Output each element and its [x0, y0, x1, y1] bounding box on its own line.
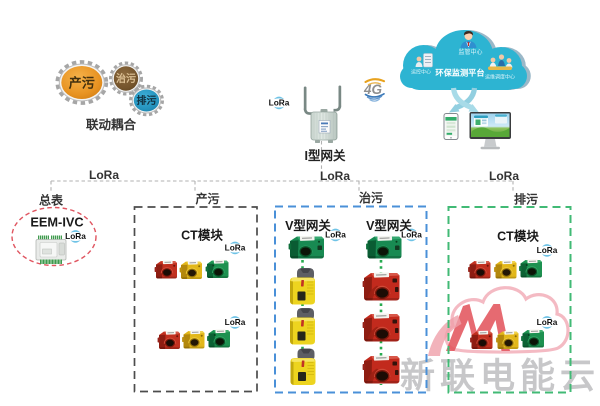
- svg-text:环保监测平台: 环保监测平台: [435, 68, 484, 78]
- svg-text:CT模块: CT模块: [181, 228, 223, 243]
- svg-text:I型网关: I型网关: [305, 148, 346, 163]
- svg-text:监管中心: 监管中心: [458, 48, 482, 56]
- svg-text:排污: 排污: [514, 192, 538, 207]
- svg-text:产污: 产污: [195, 191, 219, 206]
- svg-text:治污: 治污: [116, 72, 136, 85]
- svg-text:新联电能云: 新联电能云: [400, 357, 600, 396]
- svg-text:联动耦合: 联动耦合: [86, 117, 137, 132]
- svg-text:治污: 治污: [359, 190, 383, 205]
- svg-text:总表: 总表: [39, 193, 64, 208]
- svg-text:运控中心: 运控中心: [411, 69, 431, 76]
- svg-text:EEM-IVC: EEM-IVC: [30, 215, 83, 230]
- svg-text:运维调度中心: 运维调度中心: [485, 74, 515, 81]
- svg-text:V型网关: V型网关: [285, 218, 331, 233]
- svg-text:排污: 排污: [137, 94, 157, 107]
- svg-text:LoRa: LoRa: [489, 169, 519, 183]
- svg-text:CT模块: CT模块: [497, 229, 539, 244]
- svg-text:产污: 产污: [69, 76, 95, 91]
- svg-text:4G: 4G: [363, 82, 383, 97]
- svg-text:V型网关: V型网关: [366, 218, 412, 233]
- svg-text:LoRa: LoRa: [320, 169, 350, 183]
- svg-text:LoRa: LoRa: [89, 168, 119, 182]
